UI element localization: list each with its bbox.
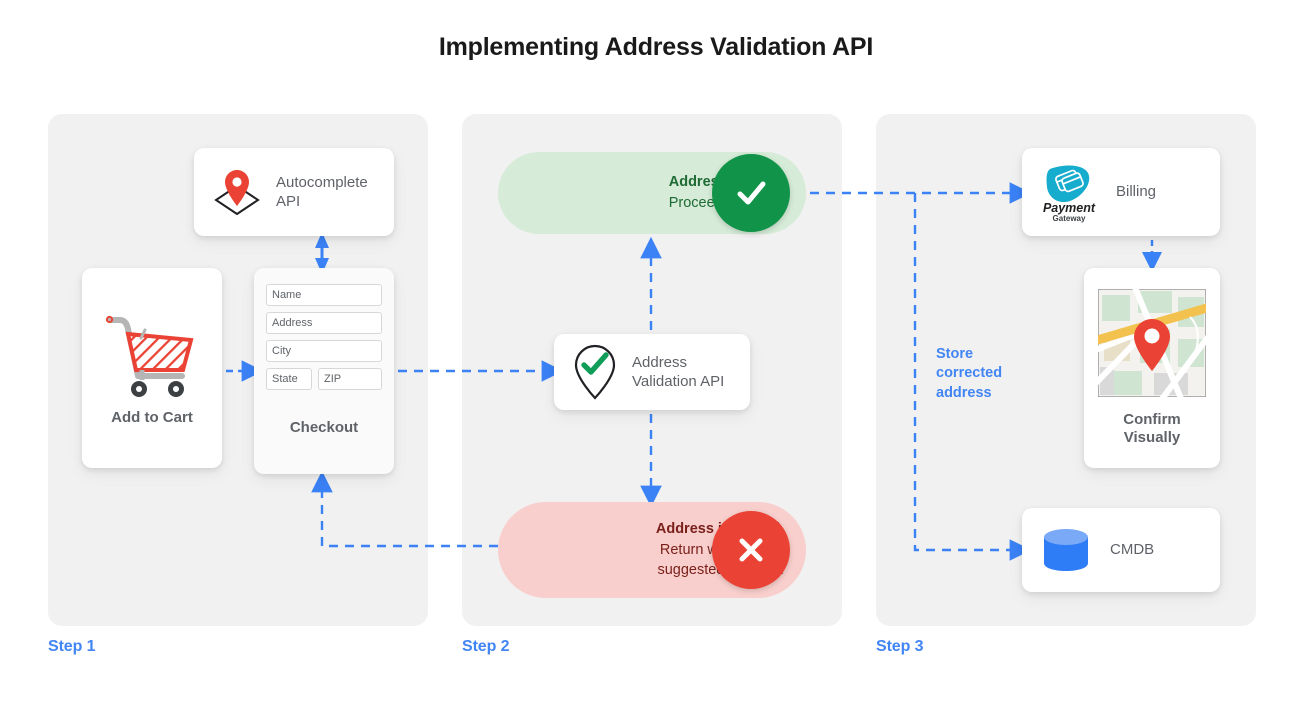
state-field[interactable]: State <box>266 368 312 390</box>
cmdb-label: CMDB <box>1110 541 1155 559</box>
store-note-line1: Store <box>936 346 974 362</box>
confirm-visually-label: Confirm Visually <box>1123 411 1181 448</box>
step-1-label: Step 1 <box>48 638 96 655</box>
address-field[interactable]: Address <box>266 312 382 334</box>
store-corrected-address-note: Store corrected address <box>936 345 1046 403</box>
state-zip-row: State ZIP <box>266 368 382 396</box>
zip-field[interactable]: ZIP <box>318 368 382 390</box>
confirm-label-line1: Confirm <box>1123 410 1181 428</box>
map-thumbnail-icon <box>1098 288 1206 397</box>
payment-logo-line1: Payment <box>1043 201 1096 215</box>
map-pin-diamond-icon <box>208 166 266 218</box>
billing-card[interactable]: Payment Gateway Billing <box>1022 148 1220 236</box>
checkout-label: Checkout <box>289 419 359 436</box>
address-validation-api-card[interactable]: Address Validation API <box>554 334 750 410</box>
address-validation-api-label: Address Validation API <box>632 353 724 391</box>
validation-label-line1: Address <box>632 353 688 371</box>
city-field[interactable]: City <box>266 340 382 362</box>
page-title: Implementing Address Validation API <box>438 33 874 61</box>
cmdb-card[interactable]: CMDB <box>1022 508 1220 592</box>
validation-label-line2: Validation API <box>632 373 725 390</box>
confirm-visually-card[interactable]: Confirm Visually <box>1084 268 1220 468</box>
add-to-cart-label: Add to Cart <box>111 409 193 427</box>
step-2-label: Step 2 <box>462 638 510 655</box>
autocomplete-api-label: Autocomplete API <box>276 173 368 210</box>
database-cylinder-icon <box>1040 525 1092 575</box>
confirm-label-line2: Visually <box>1123 429 1181 446</box>
add-to-cart-card[interactable]: Add to Cart <box>82 268 222 468</box>
shopping-cart-icon <box>98 308 206 404</box>
name-field[interactable]: Name <box>266 284 382 306</box>
close-x-icon <box>712 511 790 589</box>
step-3-label: Step 3 <box>876 638 924 655</box>
store-note-line3: address <box>936 384 992 401</box>
payment-gateway-logo: Payment Gateway <box>1036 161 1102 223</box>
autocomplete-api-card[interactable]: Autocomplete API <box>194 148 394 236</box>
check-icon <box>712 154 790 232</box>
payment-logo-line2: Gateway <box>1053 214 1086 223</box>
store-note-line2: corrected <box>936 365 1003 382</box>
map-pin-check-icon <box>570 342 620 402</box>
billing-label: Billing <box>1116 183 1157 201</box>
checkout-card[interactable]: Name Address City State ZIP Checkout <box>254 268 394 474</box>
